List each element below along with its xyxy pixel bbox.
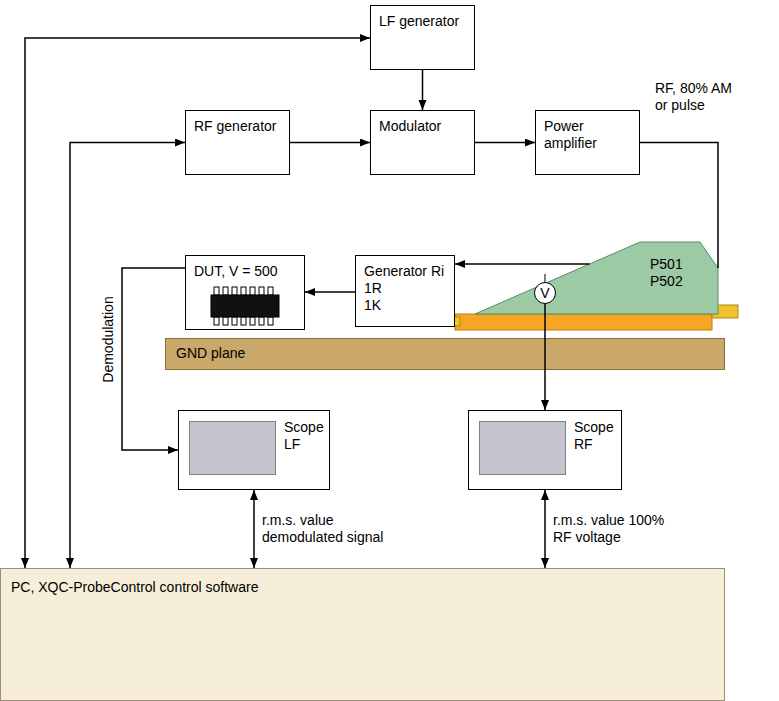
- edge-label: Demodulation: [100, 285, 117, 395]
- ic-pin: [232, 287, 237, 295]
- node-label: Power amplifier: [544, 118, 631, 152]
- ic-pin: [223, 287, 228, 295]
- signal-connector: [305, 291, 355, 293]
- ic-body: [211, 295, 279, 317]
- node-label: 1R: [364, 280, 446, 297]
- signal-connector: [640, 143, 718, 269]
- signal-connector: [544, 490, 546, 568]
- signal-connector: [544, 304, 546, 410]
- ic-pin: [259, 287, 264, 295]
- modulator-box: Modulator: [370, 110, 475, 175]
- scope-screen: [479, 421, 566, 475]
- node-label: 1K: [364, 297, 446, 314]
- node-label: RF generator: [194, 118, 281, 135]
- probe-label-group: P501P502: [650, 256, 683, 290]
- oscilloscope-box: Scope RF: [468, 410, 622, 490]
- probe-foot-strip: [455, 314, 712, 330]
- ground-plane: GND plane: [165, 338, 725, 370]
- ic-pin: [259, 317, 264, 325]
- probe-housing: [475, 242, 718, 314]
- node-label: Scope RF: [574, 419, 615, 453]
- generator-box: RF generator: [185, 110, 290, 175]
- ic-pin: [268, 287, 273, 295]
- ic-chip: [210, 286, 280, 326]
- amplifier-box: Power amplifier: [535, 110, 640, 175]
- voltmeter-symbol: V: [534, 282, 556, 304]
- ic-pin: [250, 287, 255, 295]
- node-label: DUT, V = 500: [194, 263, 296, 280]
- signal-connector: [422, 70, 424, 110]
- generator-box: LF generator: [370, 5, 475, 70]
- node-label: Scope LF: [284, 419, 323, 453]
- node-label: GND plane: [176, 345, 714, 362]
- signal-connector: [455, 263, 590, 265]
- dut-box: DUT, V = 500: [185, 255, 305, 330]
- signal-connector: [70, 143, 185, 569]
- signal-connector: [253, 490, 255, 568]
- edge-label: r.m.s. value demodulated signal: [262, 512, 392, 546]
- oscilloscope-box: Scope LF: [178, 410, 330, 490]
- signal-connector: [475, 142, 535, 144]
- node-label: P501: [650, 256, 683, 273]
- edge-label: RF, 80% AM or pulse: [655, 80, 743, 114]
- ic-pin: [241, 317, 246, 325]
- ic-pin: [250, 317, 255, 325]
- meter-letter: V: [535, 283, 555, 303]
- node-label: P502: [650, 273, 683, 290]
- ic-pin: [214, 317, 219, 325]
- node-label: LF generator: [379, 13, 466, 30]
- signal-connector: [25, 38, 370, 568]
- ic-pin: [223, 317, 228, 325]
- scope-screen: [189, 421, 276, 475]
- ic-pin: [214, 287, 219, 295]
- ic-pin: [241, 287, 246, 295]
- edge-label: r.m.s. value 100% RF voltage: [553, 512, 675, 546]
- probe-tap-line: [545, 274, 546, 282]
- node-label: Modulator: [379, 118, 466, 135]
- ic-pin: [268, 317, 273, 325]
- probe-body: P501P502V: [460, 238, 720, 314]
- signal-connector: [290, 142, 370, 144]
- ic-pin: [232, 317, 237, 325]
- resistor-box: Generator Ri1R1K: [355, 255, 455, 327]
- computer-panel: PC, XQC-ProbeControl control software: [0, 568, 725, 701]
- node-label: Generator Ri: [364, 263, 446, 280]
- node-label: PC, XQC-ProbeControl control software: [11, 579, 714, 596]
- signal-connector: [122, 268, 185, 450]
